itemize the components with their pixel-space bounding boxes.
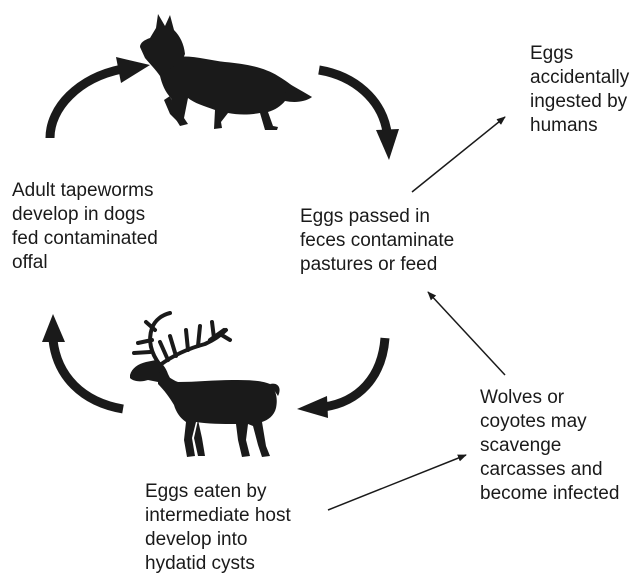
eggs-passed-label: Eggs passed in feces contaminate pasture… bbox=[300, 205, 454, 277]
eggs-humans-label: Eggs accidentally ingested by humans bbox=[530, 42, 629, 138]
cycle-arrow-left-top bbox=[50, 57, 150, 138]
label-line: Eggs eaten by bbox=[145, 480, 291, 504]
arrow-wolves-to-pasture bbox=[428, 292, 505, 375]
label-line: Adult tapeworms bbox=[12, 179, 158, 203]
label-line: pastures or feed bbox=[300, 253, 454, 277]
label-line: become infected bbox=[480, 482, 619, 506]
arrow-to-humans bbox=[412, 117, 505, 192]
label-line: coyotes may bbox=[480, 410, 619, 434]
label-line: Eggs bbox=[530, 42, 629, 66]
label-line: ingested by bbox=[530, 90, 629, 114]
label-line: Wolves or bbox=[480, 386, 619, 410]
label-line: develop in dogs bbox=[12, 203, 158, 227]
cycle-arrow-right-top bbox=[319, 70, 399, 160]
adult-tapeworms-label: Adult tapeworms develop in dogs fed cont… bbox=[12, 179, 158, 275]
arrow-cysts-to-wolves bbox=[328, 455, 466, 510]
cycle-arrow-right-bottom bbox=[297, 338, 385, 418]
elk-silhouette-icon bbox=[130, 313, 280, 457]
label-line: scavenge bbox=[480, 434, 619, 458]
cycle-arrow-left-bottom bbox=[42, 314, 123, 409]
label-line: humans bbox=[530, 114, 629, 138]
eggs-eaten-label: Eggs eaten by intermediate host develop … bbox=[145, 480, 291, 576]
label-line: fed contaminated bbox=[12, 227, 158, 251]
label-line: accidentally bbox=[530, 66, 629, 90]
label-line: feces contaminate bbox=[300, 229, 454, 253]
label-line: intermediate host bbox=[145, 504, 291, 528]
label-line: hydatid cysts bbox=[145, 552, 291, 576]
label-line: develop into bbox=[145, 528, 291, 552]
label-line: carcasses and bbox=[480, 458, 619, 482]
label-line: offal bbox=[12, 251, 158, 275]
dog-silhouette-icon bbox=[140, 14, 312, 130]
wolves-coyotes-label: Wolves or coyotes may scavenge carcasses… bbox=[480, 386, 619, 506]
label-line: Eggs passed in bbox=[300, 205, 454, 229]
